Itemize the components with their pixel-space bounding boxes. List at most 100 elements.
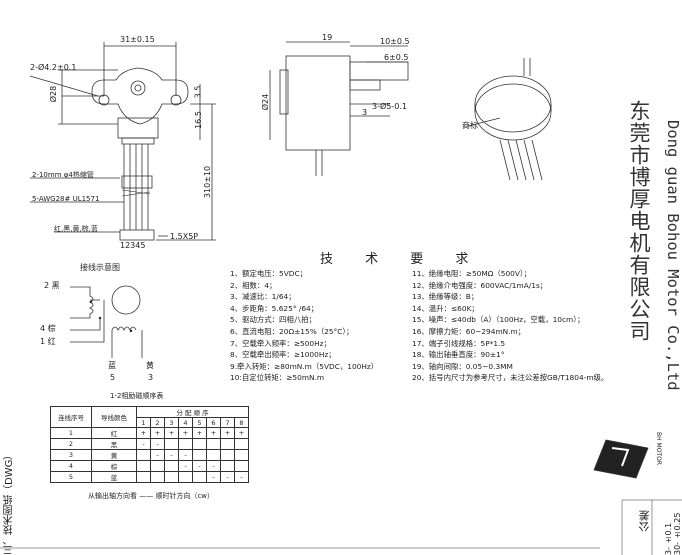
cell (136, 471, 151, 484)
step-header: 7 (220, 416, 235, 429)
note-wire-colors: 红,黑,黄,棕,蓝 (54, 225, 98, 233)
sequence-table: 连线序号 导线颜色 分 配 顺 序 1 2 3 4 5 6 7 8 1 红 + … (50, 405, 249, 484)
requirements-right: 11、绝缘电阻：≥50MΩ（500V）； 12、绝缘介电强度：600VAC/1m… (412, 268, 608, 384)
cell (234, 438, 249, 451)
requirements-title: 技 术 要 求 (320, 252, 483, 267)
step-header: 2 (150, 416, 165, 429)
cell: + (206, 427, 221, 440)
dim-shaft-label: 3-Ø5-0.1 (372, 102, 407, 111)
cell (136, 460, 151, 473)
cell: + (178, 427, 193, 440)
cell (192, 471, 207, 484)
tolerance-values: 3- ±0.1 30- ±0.25 (664, 508, 682, 555)
cell (206, 438, 221, 451)
cell: + (164, 427, 179, 440)
direction-note: 从输出轴方向看 —— 顺时针方向（cw） (88, 492, 215, 500)
cell: 5 (50, 471, 92, 484)
cell: - (150, 438, 165, 451)
req-item: 14、温升：≤60K； (412, 303, 479, 313)
pin-3-label: 3 (148, 373, 154, 382)
dim-3-label: 3 (362, 108, 368, 117)
cell (150, 460, 165, 473)
req-item: 5、驱动方式：四相八拍； (230, 315, 317, 325)
cell: 1 (50, 427, 92, 440)
cell: - (192, 460, 207, 473)
cell: - (164, 449, 179, 462)
logo-text: BH MOTOR (655, 432, 662, 465)
table-row: 3 黄 - - - (50, 449, 249, 462)
dim-holes-label: 2-Ø4.2±0.1 (30, 63, 77, 72)
dim-body-label: Ø28 (49, 85, 59, 103)
step-header: 6 (206, 416, 221, 429)
cell (234, 460, 249, 473)
cell: + (234, 427, 249, 440)
drawing-section-title: 三、技术图纸（DWG） (4, 449, 15, 555)
pin-blue-label: 蓝 (108, 361, 116, 370)
front-view-motor (29, 42, 216, 241)
pin-yellow-label: 黄 (146, 361, 154, 370)
company-name-cn: 东莞市博厚电机有限公司 (627, 100, 651, 342)
tolerance-line: 30- ±0.25 (673, 512, 682, 555)
step-header: 5 (192, 416, 207, 429)
tolerance-label: 公差 (638, 510, 651, 532)
pin-4-label: 4 棕 (40, 324, 56, 333)
cell (220, 460, 235, 473)
dim-10-label: 10±0.5 (380, 37, 410, 46)
wiring-title: 接线示意图 (80, 263, 120, 272)
cell: 黑 (91, 438, 137, 451)
cell: 4 (50, 460, 92, 473)
cell: 2 (50, 438, 92, 451)
req-item: 11、绝缘电阻：≥50MΩ（500V）； (412, 269, 532, 278)
connector-spec: 1.5X5P (170, 232, 199, 241)
dim-6-label: 6±0.5 (384, 53, 409, 62)
cell: + (220, 427, 235, 440)
wiring-schematic (70, 285, 143, 358)
header-sequence: 分 配 顺 序 (136, 406, 249, 418)
step-header: 3 (164, 416, 179, 429)
cell: - (136, 438, 151, 451)
req-item: 19、轴向间隙：0.05~0.3MM (412, 361, 513, 371)
cell (234, 449, 249, 462)
cell (206, 449, 221, 462)
req-item: 8、空载牵出频率：≥1000Hz； (230, 350, 336, 360)
cell (192, 438, 207, 451)
step-header: 8 (234, 416, 249, 429)
cell: + (150, 427, 165, 440)
dim-center-label: 16.5 (193, 111, 203, 129)
cell: - (150, 449, 165, 462)
req-item: 3、减速比：1/64； (230, 292, 296, 302)
dim-24-label: Ø24 (261, 93, 271, 111)
req-item: 10:自定位转矩：≥50mN.m (230, 373, 325, 383)
company-logo (593, 439, 649, 479)
cell (220, 449, 235, 462)
cell (164, 438, 179, 451)
cell: - (178, 460, 193, 473)
dim-19-label: 19 (322, 33, 333, 42)
cell (178, 471, 193, 484)
pin-1-label: 1 红 (40, 337, 56, 346)
dim-width-label: 31±0.15 (120, 35, 155, 44)
header-color: 导线颜色 (91, 405, 137, 429)
connector-pins: 12345 (120, 241, 146, 250)
sequence-caption: 1-2相励磁顺序表 (110, 392, 164, 400)
req-item: 16、摩擦力矩：60~294mN.m； (412, 326, 526, 336)
req-item: 18、输出轴垂直度：90±1° (412, 350, 505, 360)
cell (220, 438, 235, 451)
step-header: 4 (178, 416, 193, 429)
pin-2-label: 2 黑 (44, 281, 60, 290)
dim-ear-label: 3.5 (193, 85, 203, 99)
req-item: 12、绝缘介电强度：600VAC/1mA/1s； (412, 280, 548, 290)
cell: - (220, 471, 235, 484)
tolerance-line: 3- ±0.1 (664, 522, 673, 555)
req-item: 1、额定电压：5VDC； (230, 269, 308, 278)
cell: - (178, 449, 193, 462)
req-item: 13、绝缘等级：B； (412, 292, 479, 302)
table-row: 4 棕 - - - (50, 460, 249, 473)
cell: 红 (91, 427, 137, 440)
cell: + (192, 427, 207, 440)
table-row: 2 黑 - - (50, 438, 249, 451)
cell: 黄 (91, 449, 137, 462)
req-item: 7、空载牵入频率：≥500Hz； (230, 338, 331, 348)
pin-5-label: 5 (110, 373, 116, 382)
